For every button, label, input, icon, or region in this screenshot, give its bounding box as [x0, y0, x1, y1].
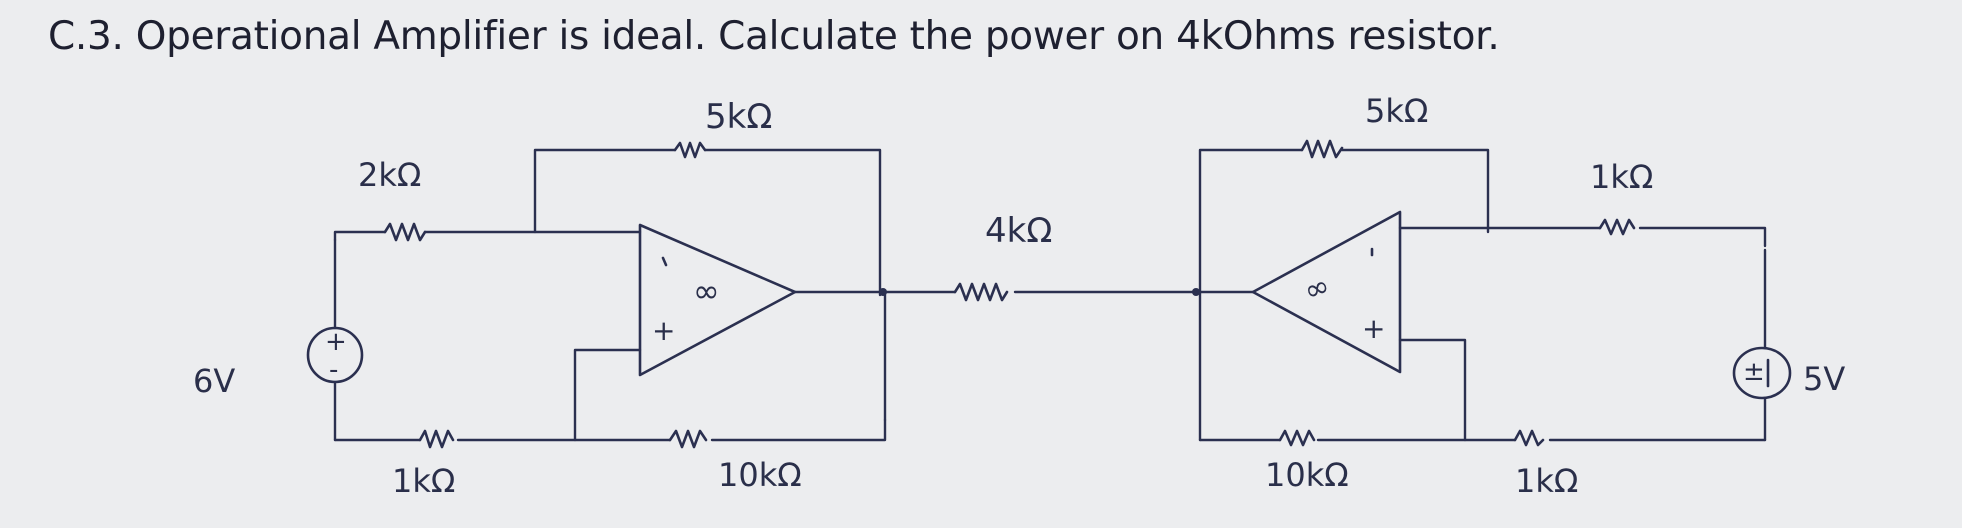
node-left-output [879, 288, 887, 296]
resistor-4k [953, 282, 1009, 302]
resistor-1k-top-right [1598, 218, 1636, 236]
wire-left-bottom [333, 418, 887, 442]
label-1k-top-right: 1kΩ [1590, 158, 1653, 196]
opamp-left [638, 223, 797, 377]
source-left-minus: - [329, 355, 338, 385]
resistor-10k-bottom-right [1278, 429, 1316, 447]
source-left-plus: + [325, 327, 347, 357]
label-10k-bottom-right: 10kΩ [1265, 456, 1349, 494]
label-5k-left: 5kΩ [705, 97, 772, 137]
label-1k-bottom-right: 1kΩ [1515, 462, 1578, 500]
label-10k-bottom-left: 10kΩ [718, 456, 802, 494]
voltage-source-left [306, 326, 364, 384]
opamp-right-plus: + [1362, 312, 1385, 345]
opamp-left-minus [661, 256, 668, 267]
resistor-right-feedback [1300, 139, 1344, 159]
opamp-left-gain: ∞ [693, 272, 720, 310]
wire-left-noninv [573, 348, 642, 442]
label-1k-bottom-left: 1kΩ [392, 462, 455, 500]
resistor-2k [383, 222, 427, 242]
resistor-left-feedback [673, 141, 707, 159]
resistor-10k-bottom-left [668, 429, 708, 449]
label-6v: 6V [193, 362, 235, 400]
opamp-right [1251, 210, 1402, 374]
voltage-source-right [1732, 346, 1792, 400]
wire-right-inv [1398, 226, 1767, 248]
label-2k: 2kΩ [358, 156, 421, 194]
wire-left-output [793, 290, 887, 422]
source-right-plus: ± [1743, 357, 1765, 387]
question-text: C.3. Operational Amplifier is ideal. Cal… [48, 14, 1500, 59]
wire-right-noninv [1398, 338, 1467, 442]
wire-left-input [333, 230, 642, 242]
label-5v: 5V [1803, 360, 1845, 398]
label-4k: 4kΩ [985, 211, 1052, 251]
wire-right-feedback [1198, 148, 1490, 442]
opamp-right-gain: ∞ [1299, 268, 1334, 309]
resistor-1k-bottom-right [1513, 429, 1545, 447]
resistor-1k-bottom-left [418, 429, 455, 449]
opamp-left-plus: + [652, 314, 675, 347]
label-5k-right: 5kΩ [1365, 92, 1428, 130]
wire-left-feedback [533, 148, 882, 297]
